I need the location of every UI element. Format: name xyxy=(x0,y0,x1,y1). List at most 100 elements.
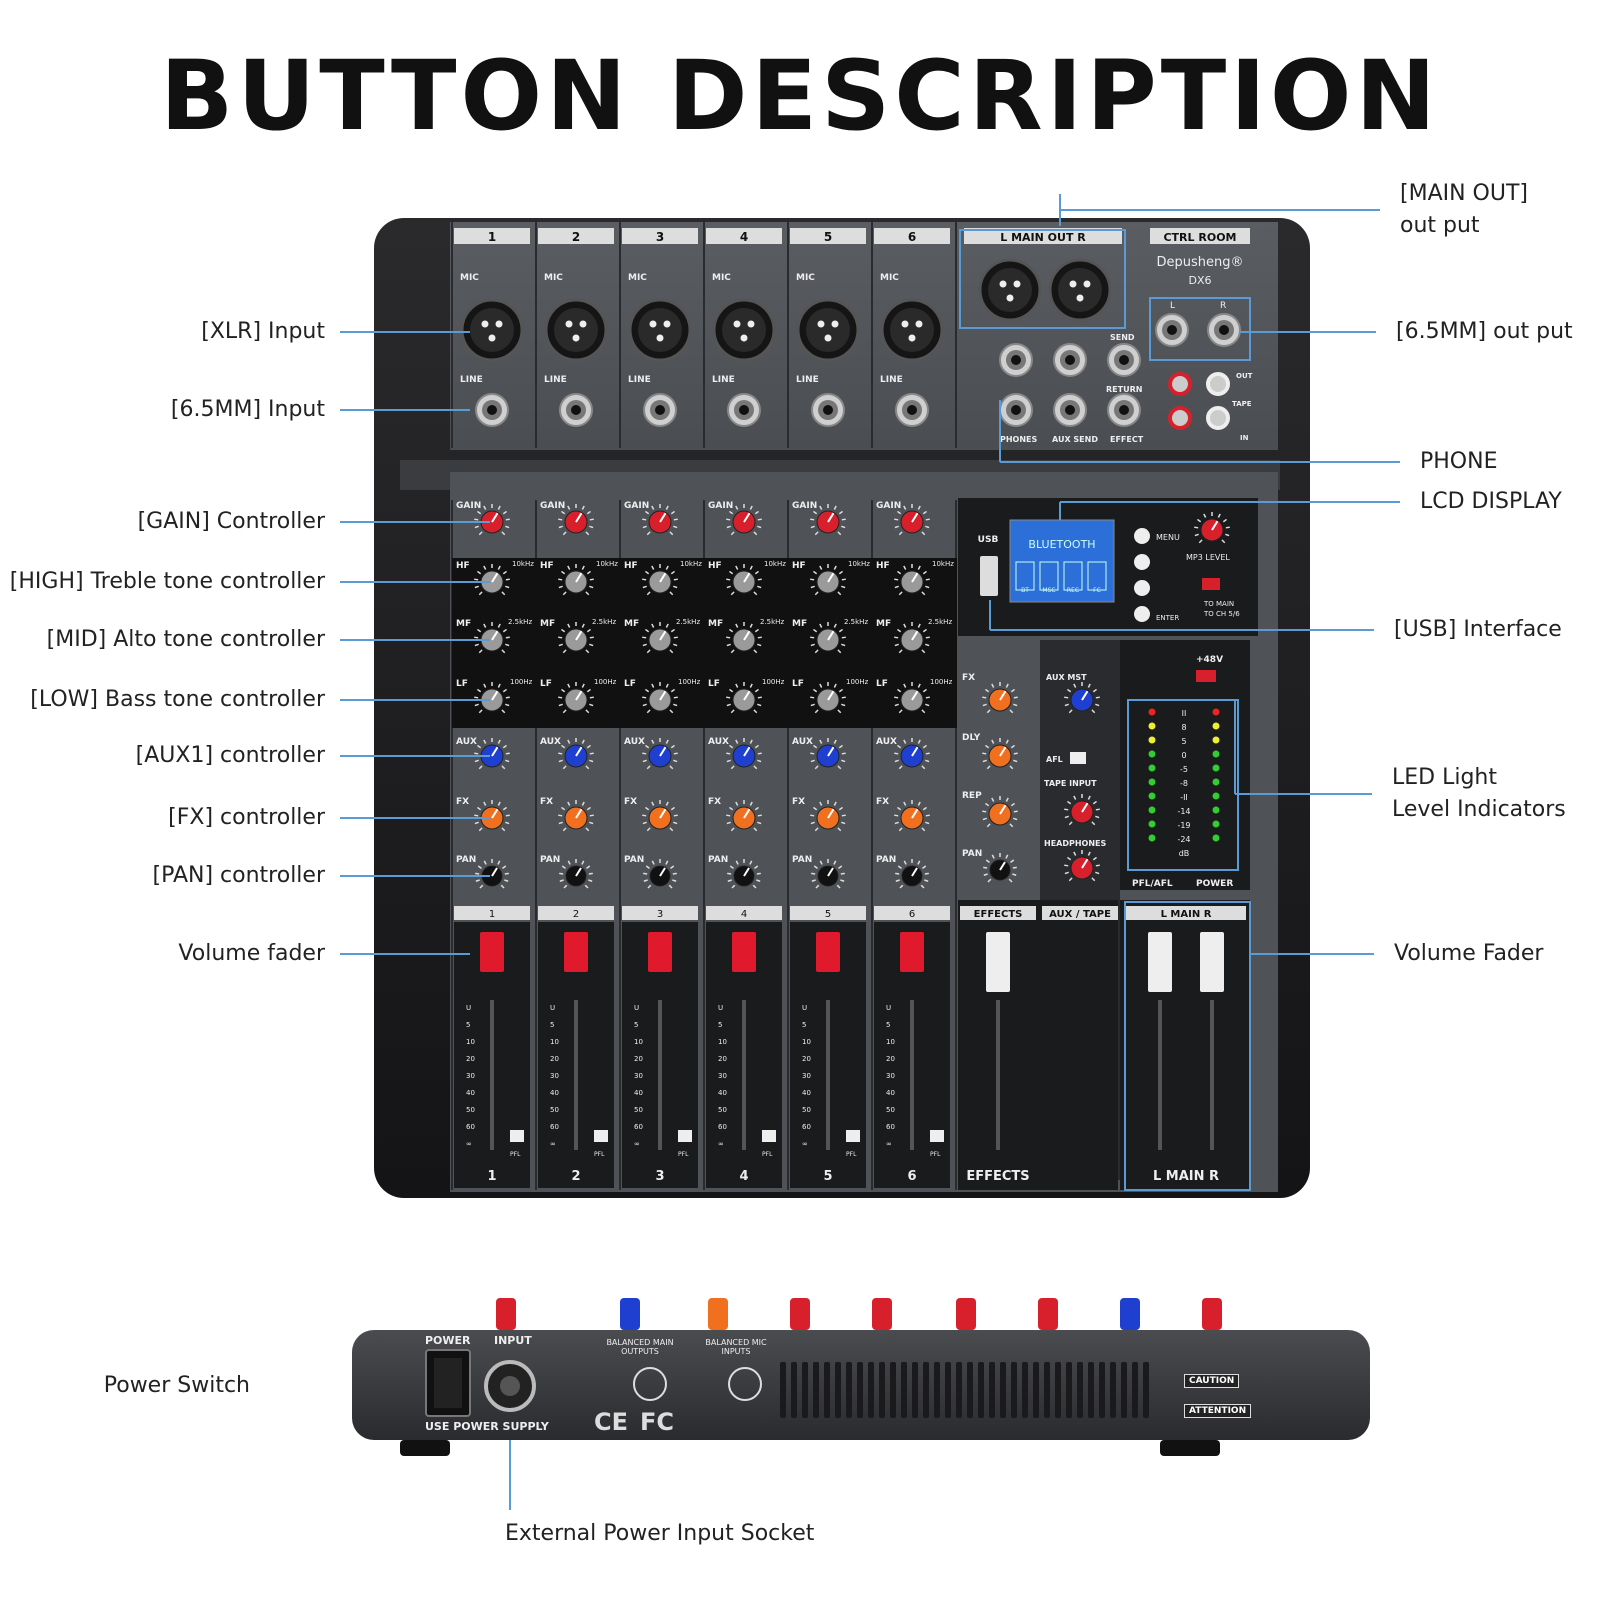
phantom-power-switch[interactable] xyxy=(1196,670,1216,682)
pan-knob-ch3[interactable] xyxy=(643,859,677,889)
hf-knob-ch3[interactable] xyxy=(642,564,678,596)
aux-send-jack[interactable] xyxy=(1053,393,1087,427)
aux-knob-ch6[interactable] xyxy=(894,738,930,770)
mp3-control-button[interactable] xyxy=(1134,580,1150,596)
balanced-mic-input[interactable] xyxy=(728,1367,762,1401)
line-input-ch3[interactable] xyxy=(643,393,677,427)
lf-knob-ch4[interactable] xyxy=(726,682,762,714)
mf-knob-ch2[interactable] xyxy=(558,622,594,654)
aux-knob-ch5[interactable] xyxy=(810,738,846,770)
volume-fader-ch4[interactable] xyxy=(732,932,756,972)
pan-knob-ch5[interactable] xyxy=(811,859,845,889)
aux-knob-ch3[interactable] xyxy=(642,738,678,770)
lf-knob-ch2[interactable] xyxy=(558,682,594,714)
send-jack[interactable] xyxy=(1107,343,1141,377)
effects-fader[interactable] xyxy=(986,932,1010,992)
headphones-knob[interactable] xyxy=(1064,850,1100,882)
rca-jack[interactable] xyxy=(1206,372,1230,396)
pfl-button-ch2[interactable] xyxy=(594,1130,608,1142)
aux-knob-ch2[interactable] xyxy=(558,738,594,770)
hf-knob-ch6[interactable] xyxy=(894,564,930,596)
ctrl-room-right[interactable] xyxy=(1207,313,1241,347)
effect-return-jack[interactable] xyxy=(1107,393,1141,427)
line-input-ch2[interactable] xyxy=(559,393,593,427)
mp3-control-button[interactable] xyxy=(1134,554,1150,570)
fx-knob-ch6[interactable] xyxy=(894,800,930,832)
volume-fader-ch3[interactable] xyxy=(648,932,672,972)
fx-knob-ch5[interactable] xyxy=(810,800,846,832)
main-out-left[interactable] xyxy=(978,258,1042,322)
lf-knob-ch6[interactable] xyxy=(894,682,930,714)
hf-knob-ch2[interactable] xyxy=(558,564,594,596)
power-rocker[interactable] xyxy=(434,1358,462,1408)
pan-knob-ch2[interactable] xyxy=(559,859,593,889)
dly-knob[interactable] xyxy=(982,738,1018,770)
rca-jack[interactable] xyxy=(1206,406,1230,430)
mp3-control-button[interactable] xyxy=(1134,606,1150,622)
pfl-button-ch1[interactable] xyxy=(510,1130,524,1142)
fx-level-knob[interactable] xyxy=(982,682,1018,714)
volume-fader-ch6[interactable] xyxy=(900,932,924,972)
rca-jack[interactable] xyxy=(1168,406,1192,430)
mf-knob-ch5[interactable] xyxy=(810,622,846,654)
xlr-input-ch4[interactable] xyxy=(712,298,776,362)
xlr-input-ch1[interactable] xyxy=(460,298,524,362)
gain-knob-ch4[interactable] xyxy=(726,504,762,536)
mf-knob-ch3[interactable] xyxy=(642,622,678,654)
xlr-input-ch3[interactable] xyxy=(628,298,692,362)
pfl-button-ch6[interactable] xyxy=(930,1130,944,1142)
phones-jack[interactable] xyxy=(999,393,1033,427)
mp3-control-button[interactable] xyxy=(1134,528,1150,544)
main-fader-right[interactable] xyxy=(1200,932,1224,992)
volume-fader-ch1[interactable] xyxy=(480,932,504,972)
gain-knob-ch1[interactable] xyxy=(474,504,510,536)
ctrl-room-left[interactable] xyxy=(1155,313,1189,347)
gain-knob-ch5[interactable] xyxy=(810,504,846,536)
mf-knob-ch6[interactable] xyxy=(894,622,930,654)
main-out-right[interactable] xyxy=(1048,258,1112,322)
fx-knob-ch2[interactable] xyxy=(558,800,594,832)
afl-button[interactable] xyxy=(1070,752,1086,764)
fx-pan-knob[interactable] xyxy=(983,853,1017,883)
pan-knob-ch1[interactable] xyxy=(475,859,509,889)
rep-knob[interactable] xyxy=(982,796,1018,828)
hf-knob-ch5[interactable] xyxy=(810,564,846,596)
aux-knob-ch1[interactable] xyxy=(474,738,510,770)
lf-knob-ch5[interactable] xyxy=(810,682,846,714)
line-input-ch4[interactable] xyxy=(727,393,761,427)
hf-knob-ch1[interactable] xyxy=(474,564,510,596)
usb-port[interactable] xyxy=(980,556,998,596)
pan-knob-ch4[interactable] xyxy=(727,859,761,889)
fx-knob-ch4[interactable] xyxy=(726,800,762,832)
pan-knob-ch6[interactable] xyxy=(895,859,929,889)
gain-knob-ch3[interactable] xyxy=(642,504,678,536)
fx-knob-ch1[interactable] xyxy=(474,800,510,832)
fx-knob-ch3[interactable] xyxy=(642,800,678,832)
hf-knob-ch4[interactable] xyxy=(726,564,762,596)
line-input-ch1[interactable] xyxy=(475,393,509,427)
line-input-ch6[interactable] xyxy=(895,393,929,427)
aux-master-knob[interactable] xyxy=(1064,682,1100,714)
volume-fader-ch5[interactable] xyxy=(816,932,840,972)
main-out-jack-left[interactable] xyxy=(999,343,1033,377)
pfl-button-ch5[interactable] xyxy=(846,1130,860,1142)
xlr-input-ch2[interactable] xyxy=(544,298,608,362)
line-input-ch5[interactable] xyxy=(811,393,845,427)
pfl-button-ch4[interactable] xyxy=(762,1130,776,1142)
aux-knob-ch4[interactable] xyxy=(726,738,762,770)
rca-jack[interactable] xyxy=(1168,372,1192,396)
xlr-input-ch6[interactable] xyxy=(880,298,944,362)
main-fader-left[interactable] xyxy=(1148,932,1172,992)
gain-knob-ch6[interactable] xyxy=(894,504,930,536)
to-main-switch[interactable] xyxy=(1202,578,1220,590)
main-out-jack-right[interactable] xyxy=(1053,343,1087,377)
lf-knob-ch3[interactable] xyxy=(642,682,678,714)
gain-knob-ch2[interactable] xyxy=(558,504,594,536)
xlr-input-ch5[interactable] xyxy=(796,298,860,362)
lf-knob-ch1[interactable] xyxy=(474,682,510,714)
balanced-main-output[interactable] xyxy=(633,1367,667,1401)
tape-input-knob[interactable] xyxy=(1064,794,1100,826)
pfl-button-ch3[interactable] xyxy=(678,1130,692,1142)
volume-fader-ch2[interactable] xyxy=(564,932,588,972)
mp3-level-knob[interactable] xyxy=(1194,512,1230,544)
